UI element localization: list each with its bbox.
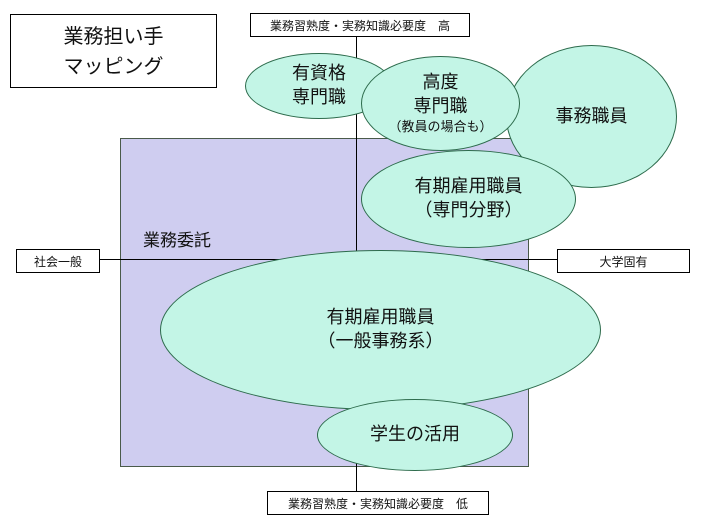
bubble-student-utilization: 学生の活用 xyxy=(317,399,513,471)
axis-label-top: 業務習熟度・実務知識必要度 高 xyxy=(250,13,470,37)
outsourcing-region-label: 業務委託 xyxy=(143,231,211,251)
bubble-advanced-specialist: 高度 専門職 （教員の場合も） xyxy=(361,56,520,151)
axis-label-left: 社会一般 xyxy=(16,249,100,273)
axis-label-bottom: 業務習熟度・実務知識必要度 低 xyxy=(267,491,489,515)
title-line-2: マッピング xyxy=(63,54,164,78)
bubble-fixed-term-general: 有期雇用職員 （一般事務系） xyxy=(160,250,601,410)
title-line-1: 業務担い手 xyxy=(63,24,164,48)
vertical-axis-upper xyxy=(356,36,357,260)
diagram-title: 業務担い手 マッピング xyxy=(10,14,217,88)
vertical-axis-lower xyxy=(356,440,357,492)
bubble-fixed-term-specialist: 有期雇用職員 （専門分野） xyxy=(361,150,576,248)
axis-label-right: 大学固有 xyxy=(557,249,690,273)
